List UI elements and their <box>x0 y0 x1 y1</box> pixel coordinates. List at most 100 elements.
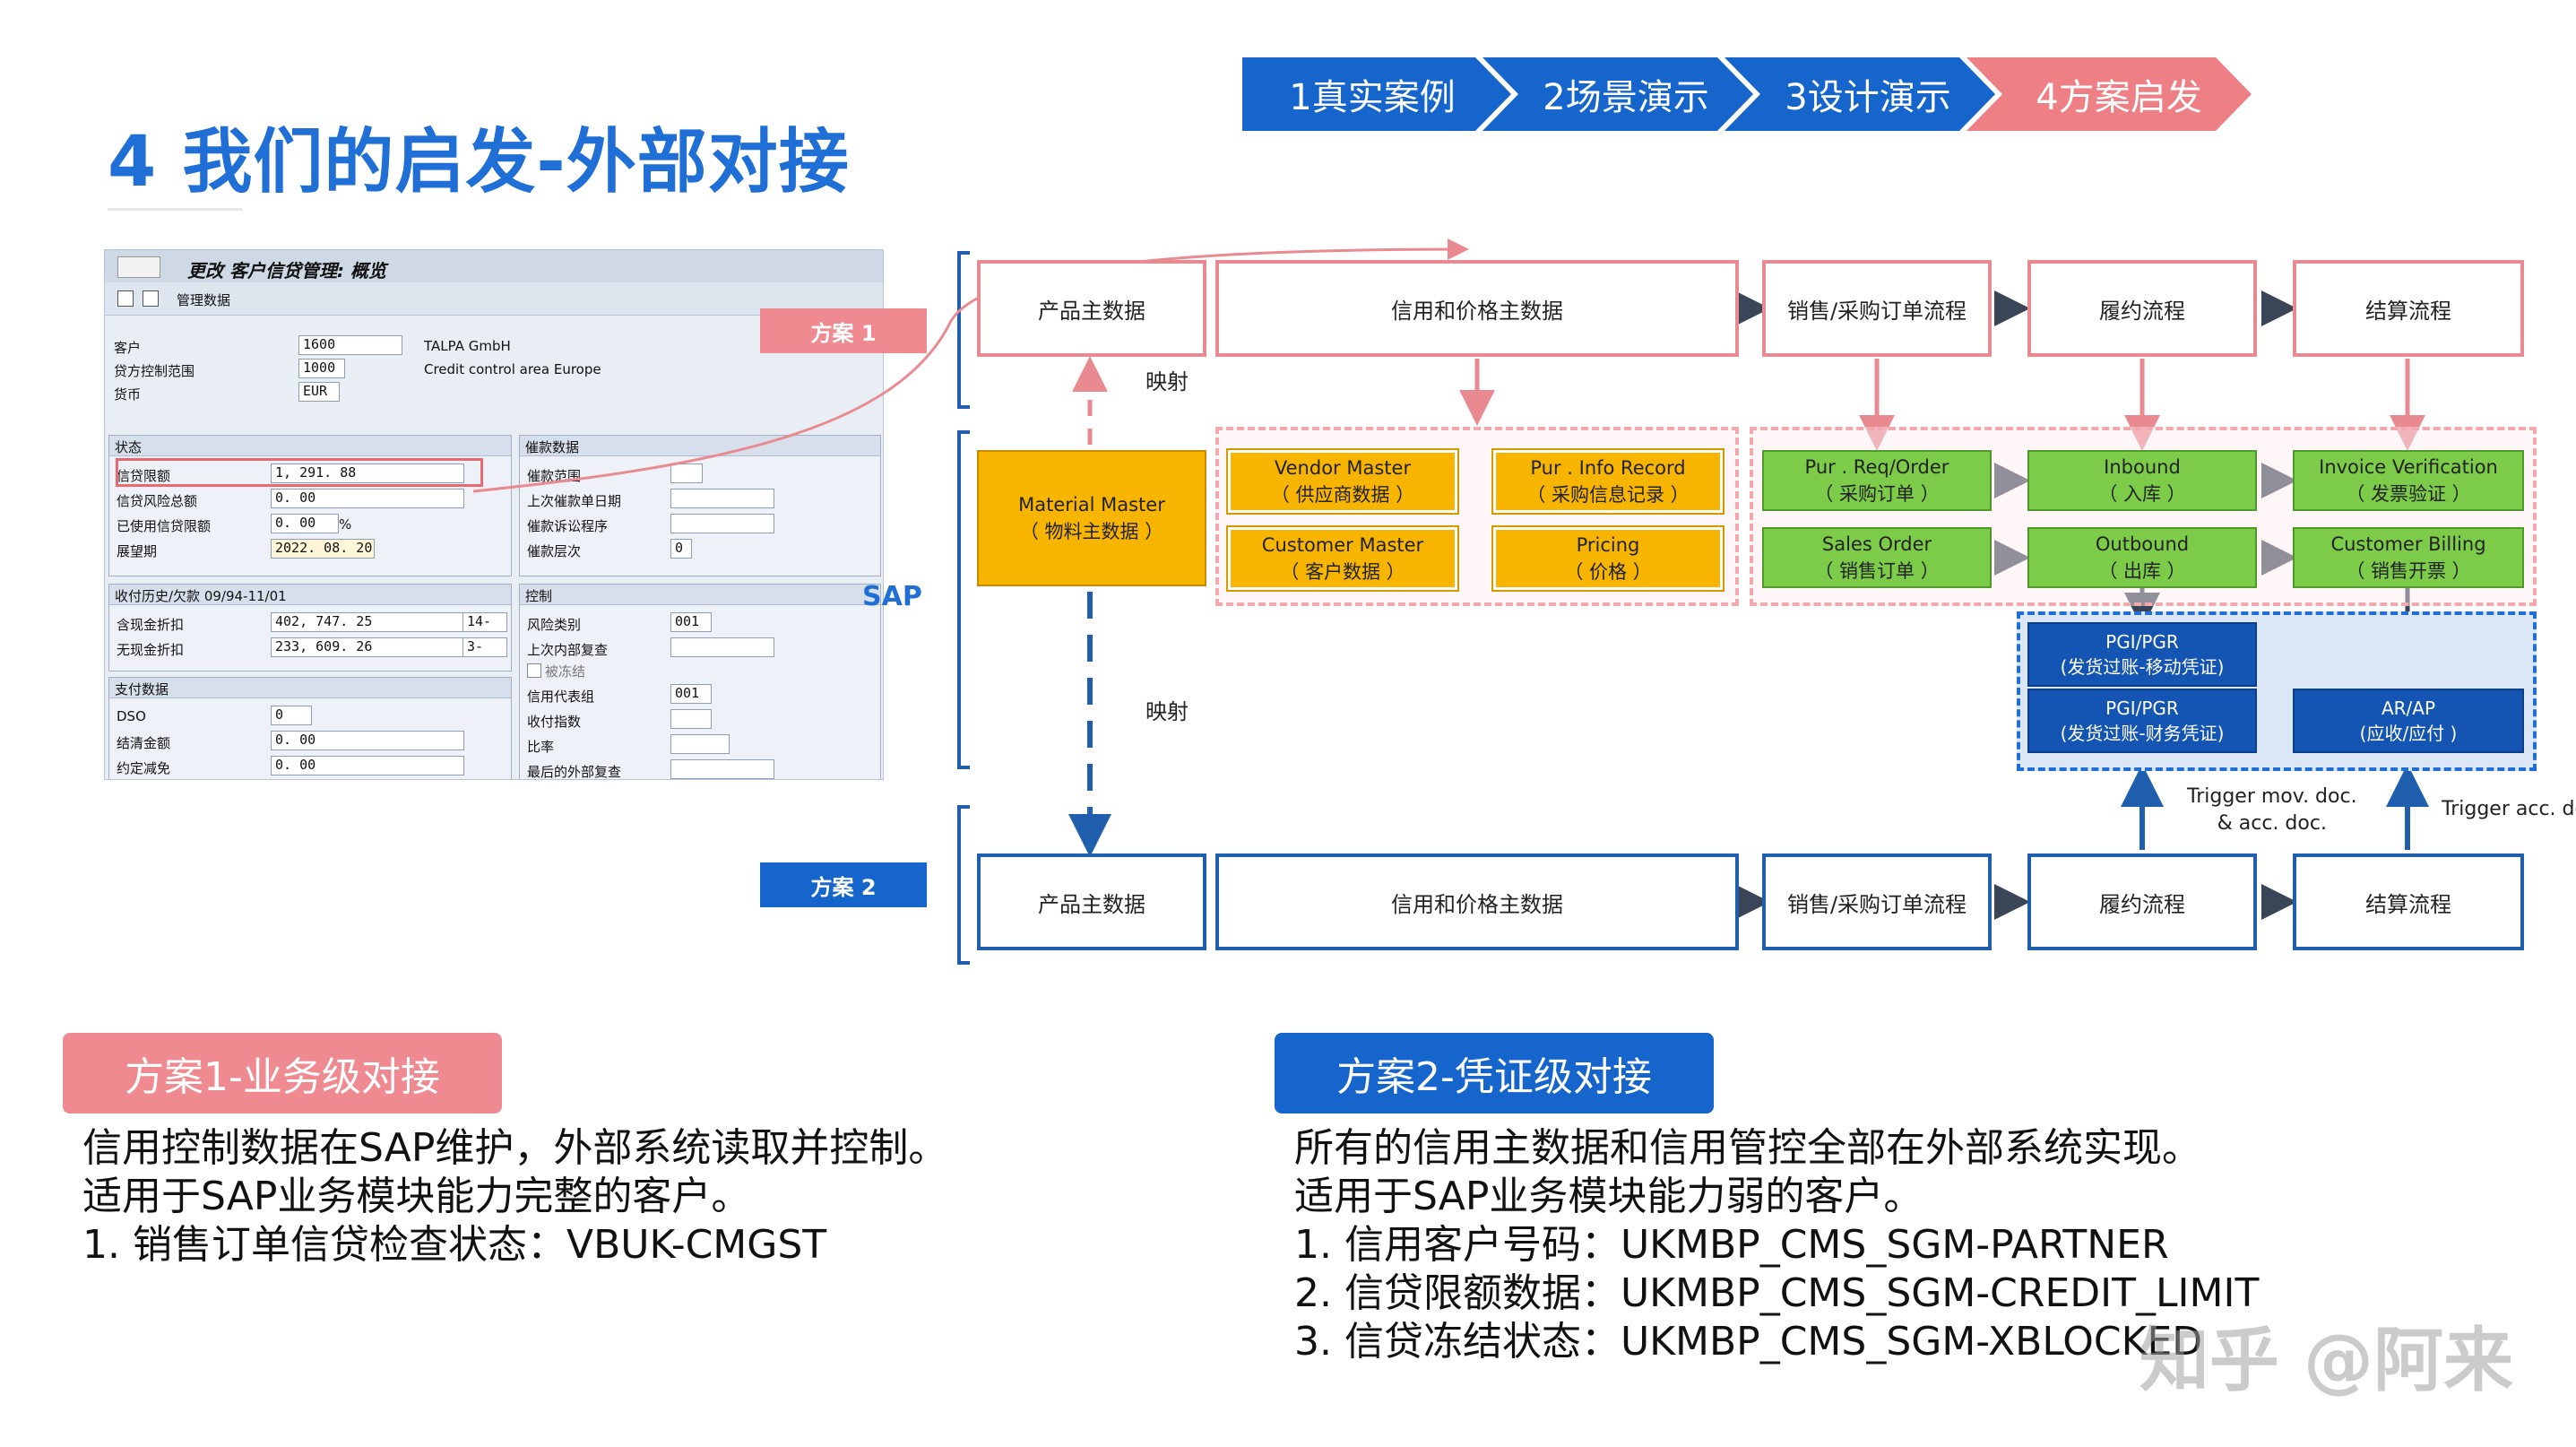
watermark: 知乎 @阿来 <box>2139 1321 2513 1401</box>
step-4-shape <box>1967 57 2252 131</box>
sales-order-box: Sales Order （ 销售订单 ） <box>1762 527 1992 588</box>
step-3-shape <box>1725 57 1995 131</box>
sap-row-label: DSO <box>117 708 146 724</box>
box-line2: （ 销售开票 ） <box>2346 560 2471 582</box>
sap-credit-area-input[interactable]: 1000 <box>298 359 345 378</box>
sap-history-input[interactable]: 233, 609. 26 <box>271 637 464 657</box>
pur-order-box: Pur . Req/Order （ 采购订单 ） <box>1762 450 1992 511</box>
step-4-label[interactable]: 4方案启发 <box>2036 77 2202 118</box>
step-2-shape <box>1482 57 1753 131</box>
step-1-label[interactable]: 1真实案例 <box>1289 77 1456 118</box>
highlight-curve <box>472 238 1469 493</box>
sap-history-group: 收付历史/欠款 09/94-11/01 含现金折扣 402, 747. 25 1… <box>108 584 512 672</box>
sap-percent-unit: % <box>339 516 352 533</box>
plan2-tag: 方案 2 <box>760 862 927 907</box>
sap-group-title: 控制 <box>525 588 553 604</box>
step-2-label[interactable]: 2场景演示 <box>1543 77 1709 118</box>
sap-screenshot: 更改 客户信贷管理: 概览 管理数据 客户 1600 TALPA GmbH 贷方… <box>104 249 884 780</box>
sap-row-label: 信贷限额 <box>117 468 171 484</box>
sap-rep-group-input[interactable]: 001 <box>670 684 712 704</box>
bottom-settle-process: 结算流程 <box>2293 853 2524 950</box>
info-record-box: Pur . Info Record （ 采购信息记录 ） <box>1491 448 1725 515</box>
sap-row-label: 约定减免 <box>117 760 171 776</box>
sap-currency-input[interactable]: EUR <box>298 382 340 402</box>
top-product-master: 产品主数据 <box>977 260 1206 357</box>
sap-customer-input[interactable]: 1600 <box>298 335 402 355</box>
plan2-line: 3. 信贷冻结状态：UKMBP_CMS_SGM-XBLOCKED <box>1294 1319 2203 1365</box>
top-order-process: 销售/采购订单流程 <box>1762 260 1992 357</box>
sap-row-label: 最后的外部复查 <box>527 764 622 780</box>
box-line1: Invoice Verification <box>2319 456 2498 478</box>
sap-payment-group: 支付数据 DSO 0 结清金额 0. 00 约定减免 0. 00 <box>108 677 512 779</box>
sap-history-extra-input[interactable]: 14- <box>462 612 507 632</box>
save-icon[interactable] <box>117 290 134 307</box>
sap-risk-input[interactable]: 001 <box>670 612 712 632</box>
sap-field-label: 货币 <box>114 386 142 403</box>
pgi-acc-doc-box: PGI/PGR (发货过账-财务凭证) <box>2027 689 2257 753</box>
bracket-top <box>957 251 970 409</box>
sap-ratio-input[interactable] <box>670 734 730 754</box>
sap-review-input[interactable] <box>670 637 774 657</box>
sap-menu-icon[interactable] <box>117 256 160 278</box>
trigger-label-2: Trigger acc. do <box>2442 798 2576 820</box>
sap-dunning-area-input[interactable] <box>670 464 703 483</box>
box-line2: (发货过账-移动凭证) <box>2060 656 2225 678</box>
box-line1: AR/AP <box>2381 698 2436 719</box>
box-line2: （ 供应商数据 ） <box>1270 484 1415 506</box>
top-fulfil-process: 履约流程 <box>2027 260 2257 357</box>
sap-group-title: 支付数据 <box>115 681 169 698</box>
sap-blocked-checkbox[interactable] <box>527 663 541 678</box>
box-line1: PGI/PGR <box>2105 631 2179 653</box>
sap-ext-review-input[interactable] <box>670 759 774 779</box>
box-line1: Customer Billing <box>2330 533 2486 555</box>
step-1-shape <box>1242 57 1511 131</box>
sap-row-label: 展望期 <box>117 543 158 559</box>
plan2-line: 2. 信贷限额数据：UKMBP_CMS_SGM-CREDIT_LIMIT <box>1294 1270 2260 1316</box>
top-settle-process: 结算流程 <box>2293 260 2524 357</box>
box-line2: （ 出库 ） <box>2098 560 2186 582</box>
step-chevrons <box>1242 57 2252 131</box>
mapping-label-bottom: 映射 <box>1145 699 1189 724</box>
outbound-box: Outbound （ 出库 ） <box>2027 527 2257 588</box>
box-line1: Pur . Info Record <box>1530 457 1686 479</box>
box-line2: （ 采购订单 ） <box>1814 483 1940 505</box>
box-line2: （ 销售订单 ） <box>1814 560 1940 582</box>
box-line1: Pur . Req/Order <box>1804 456 1949 478</box>
credit-limit-highlight <box>116 458 483 487</box>
sap-dunning-date-input[interactable] <box>670 489 774 508</box>
bottom-credit-price-master: 信用和价格主数据 <box>1215 853 1739 950</box>
plan2-text: 所有的信用主数据和信用管控全部在外部系统实现。 适用于SAP业务模块能力弱的客户… <box>1294 1124 2259 1366</box>
document-icon[interactable] <box>143 290 159 307</box>
sap-row-label: 结清金额 <box>117 735 171 751</box>
page-title: 4 我们的启发-外部对接 <box>108 122 850 203</box>
sap-group-title: 状态 <box>115 439 143 455</box>
sap-dso-input[interactable]: 0 <box>271 706 312 725</box>
plan2-pill: 方案2-凭证级对接 <box>1275 1033 1714 1113</box>
sap-dunning-level-input[interactable]: 0 <box>670 539 692 559</box>
trigger-line2: & acc. doc. <box>2217 812 2327 835</box>
sap-dunning-proc-input[interactable] <box>670 514 774 533</box>
sap-row-label: 上次内部复查 <box>527 642 609 658</box>
sap-toolbar-label[interactable]: 管理数据 <box>177 292 231 308</box>
sap-credit-limit-input[interactable]: 1, 291. 88 <box>271 464 464 483</box>
sap-pay-index-input[interactable] <box>670 709 712 729</box>
trigger-line1: Trigger mov. doc. <box>2187 785 2357 808</box>
box-line2: （ 发票验证 ） <box>2346 483 2471 505</box>
sap-credit-exposure-input[interactable]: 0. 00 <box>271 489 464 508</box>
sap-deduction-input[interactable]: 0. 00 <box>271 756 464 775</box>
sap-history-extra-input[interactable]: 3- <box>462 637 507 657</box>
sap-row-label: 收付指数 <box>527 714 582 730</box>
sap-cleared-input[interactable]: 0. 00 <box>271 731 464 750</box>
box-line1: Pricing <box>1576 534 1640 556</box>
step-3-label[interactable]: 3设计演示 <box>1785 77 1951 118</box>
box-line2: (应收/应付 ) <box>2359 723 2458 744</box>
box-line2: （ 物料主数据 ） <box>1019 521 1164 542</box>
bracket-sap <box>957 430 970 769</box>
box-line2: （ 采购信息记录 ） <box>1526 484 1690 506</box>
bottom-order-process: 销售/采购订单流程 <box>1762 853 1992 950</box>
mapping-label-top: 映射 <box>1145 369 1189 394</box>
vendor-master-box: Vendor Master （ 供应商数据 ） <box>1226 448 1459 515</box>
sap-credit-used-input[interactable]: 0. 00 <box>271 514 339 533</box>
sap-history-input[interactable]: 402, 747. 25 <box>271 612 464 632</box>
sap-horizon-input[interactable]: 2022. 08. 20 <box>271 539 375 559</box>
